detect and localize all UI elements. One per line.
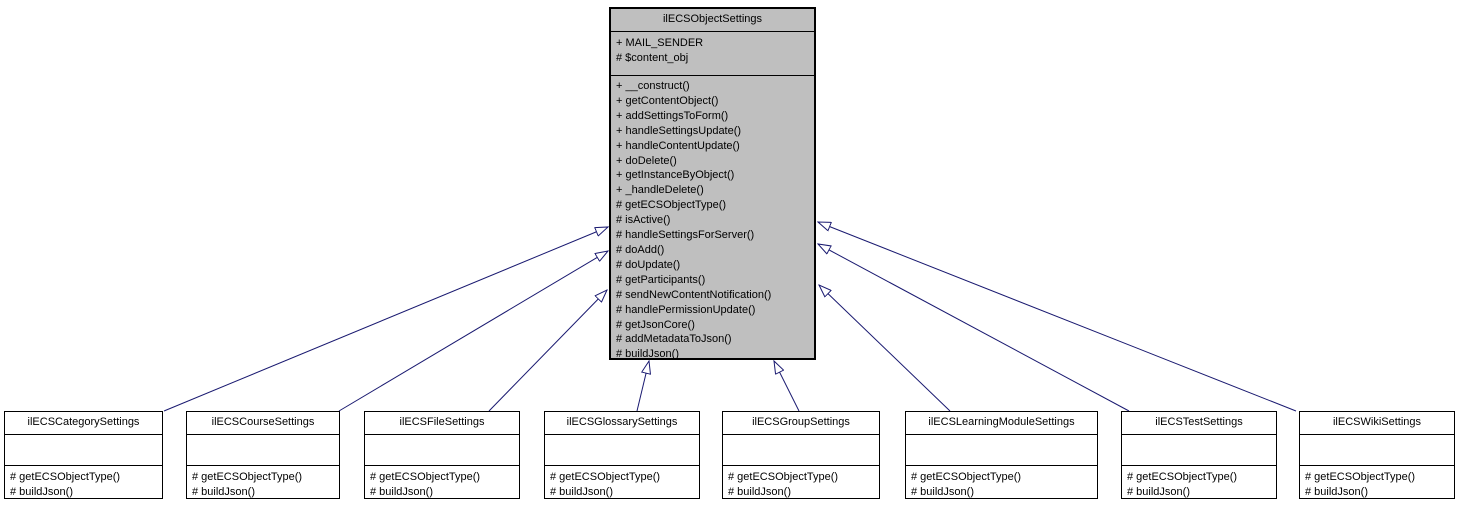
method-item: + handleContentUpdate() [616, 139, 740, 152]
class-box-ilecsobjectsettings[interactable]: ilECSObjectSettings + MAIL_SENDER # $cont… [609, 7, 816, 360]
edge-group-to-parent [774, 361, 800, 412]
method-item: # isActive() [616, 214, 671, 227]
method-item: + doDelete() [616, 154, 677, 167]
edge-category-to-parent [163, 227, 608, 412]
edge-wiki-to-parent [818, 222, 1297, 412]
method-item: # doAdd() [616, 243, 665, 256]
attribute-item: + MAIL_SENDER [616, 37, 704, 49]
method-item: # getJsonCore() [616, 318, 695, 331]
class-attributes: + MAIL_SENDER # $content_obj [611, 32, 814, 76]
method-item: # getECSObjectType() [616, 199, 727, 212]
method-item: + __construct() [616, 80, 690, 92]
method-item: # buildJson() [370, 485, 433, 498]
attribute-item: # $content_obj [616, 51, 689, 64]
method-item: # doUpdate() [616, 258, 681, 271]
class-title[interactable]: ilECSGroupSettings [723, 412, 879, 435]
class-box-ilecsfilesettings[interactable]: ilECSFileSettings # getECSObjectType()# … [364, 411, 520, 499]
edge-learningmodule-to-parent [819, 285, 951, 412]
method-item: # getECSObjectType() [1305, 471, 1416, 483]
class-box-ilecslearningmodulesettings[interactable]: ilECSLearningModuleSettings # getECSObje… [905, 411, 1098, 499]
class-attributes [1300, 435, 1454, 466]
edge-test-to-parent [818, 244, 1130, 412]
class-methods: + __construct() + getContentObject() + add… [611, 76, 814, 358]
class-methods: # getECSObjectType() # buildJson() [1122, 466, 1276, 498]
method-item: + handleSettingsUpdate() [616, 124, 742, 137]
class-title[interactable]: ilECSObjectSettings [611, 9, 814, 32]
method-item: # buildJson() [911, 485, 974, 498]
method-item: # buildJson() [550, 485, 613, 498]
method-item: # buildJson() [10, 485, 73, 498]
class-methods: # getECSObjectType() # buildJson() [1300, 466, 1454, 498]
method-item: # buildJson() [192, 485, 255, 498]
class-methods: # getECSObjectType() # buildJson() [365, 466, 519, 498]
method-item: # getECSObjectType() [728, 471, 839, 483]
edge-file-to-parent [488, 290, 607, 412]
class-box-ilecsglossarysettings[interactable]: ilECSGlossarySettings # getECSObjectType… [544, 411, 700, 499]
class-box-ilecsgroupsettings[interactable]: ilECSGroupSettings # getECSObjectType()#… [722, 411, 880, 499]
class-attributes [906, 435, 1097, 466]
method-item: # getParticipants() [616, 273, 706, 286]
class-attributes [365, 435, 519, 466]
class-title[interactable]: ilECSCourseSettings [187, 412, 339, 435]
class-methods: # getECSObjectType() # buildJson() [723, 466, 879, 498]
method-item: + addSettingsToForm() [616, 109, 729, 122]
method-item: # getECSObjectType() [10, 471, 121, 483]
class-attributes [545, 435, 699, 466]
class-title[interactable]: ilECSFileSettings [365, 412, 519, 435]
class-methods: # getECSObjectType() # buildJson() [906, 466, 1097, 498]
method-item: # getECSObjectType() [1127, 471, 1238, 483]
class-title[interactable]: ilECSCategorySettings [5, 412, 162, 435]
method-item: # buildJson() [616, 348, 679, 358]
class-box-ilecstestsettings[interactable]: ilECSTestSettings # getECSObjectType()# … [1121, 411, 1277, 499]
method-item: # getECSObjectType() [911, 471, 1022, 483]
method-item: + getContentObject() [616, 94, 719, 107]
class-methods: # getECSObjectType() # buildJson() [187, 466, 339, 498]
class-attributes [5, 435, 162, 466]
method-item: # buildJson() [728, 485, 791, 498]
class-attributes [1122, 435, 1276, 466]
class-title[interactable]: ilECSWikiSettings [1300, 412, 1454, 435]
class-box-ilecscoursesettings[interactable]: ilECSCourseSettings # getECSObjectType()… [186, 411, 340, 499]
method-item: # getECSObjectType() [370, 471, 481, 483]
class-attributes [723, 435, 879, 466]
method-item: # sendNewContentNotification() [616, 288, 772, 301]
method-item: # getECSObjectType() [550, 471, 661, 483]
class-title[interactable]: ilECSGlossarySettings [545, 412, 699, 435]
edge-course-to-parent [338, 251, 608, 412]
method-item: # handleSettingsForServer() [616, 229, 755, 242]
class-box-ilecscategorysettings[interactable]: ilECSCategorySettings # getECSObjectType… [4, 411, 163, 499]
method-item: + getInstanceByObject() [616, 169, 735, 182]
class-attributes [187, 435, 339, 466]
method-item: # buildJson() [1127, 485, 1190, 498]
method-item: + _handleDelete() [616, 184, 704, 197]
method-item: # getECSObjectType() [192, 471, 303, 483]
method-item: # handlePermissionUpdate() [616, 303, 756, 316]
class-title[interactable]: ilECSTestSettings [1122, 412, 1276, 435]
method-item: # addMetadataToJson() [616, 333, 732, 346]
class-methods: # getECSObjectType() # buildJson() [545, 466, 699, 498]
class-box-ilecswikisettings[interactable]: ilECSWikiSettings # getECSObjectType()# … [1299, 411, 1455, 499]
class-methods: # getECSObjectType() # buildJson() [5, 466, 162, 498]
class-title[interactable]: ilECSLearningModuleSettings [906, 412, 1097, 435]
edge-glossary-to-parent [636, 361, 649, 412]
method-item: # buildJson() [1305, 485, 1368, 498]
